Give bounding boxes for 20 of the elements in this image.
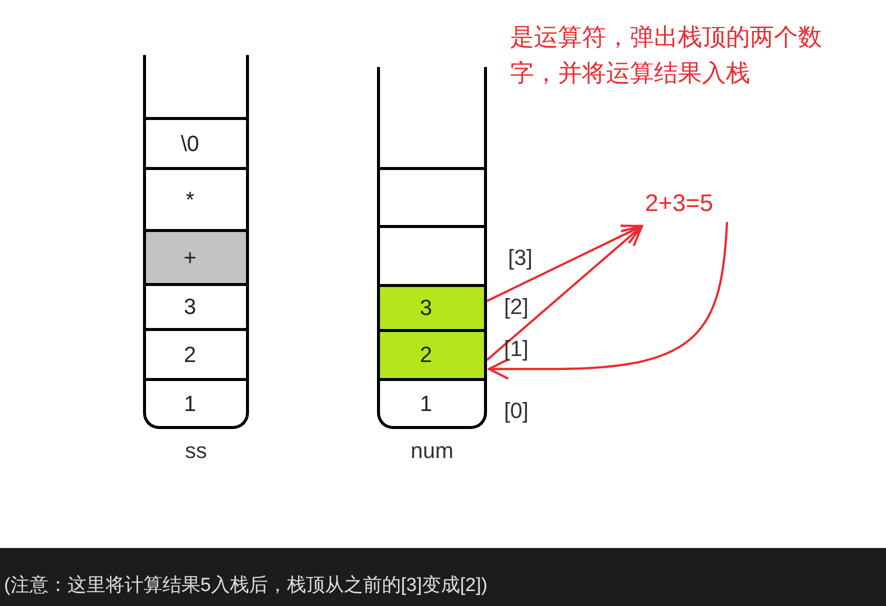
arrow: [486, 224, 644, 302]
stack-cell: 2: [380, 329, 484, 378]
stack-cell: 1: [380, 378, 484, 426]
index-label: [0]: [504, 398, 528, 424]
stack-label: num: [410, 438, 454, 464]
stack-cell: 1: [146, 378, 246, 426]
note-text: 是运算符，弹出栈顶的两个数字，并将运算结果入栈: [510, 23, 823, 89]
caption-bar: (注意：这里将计算结果5入栈后，栈顶从之前的[3]变成[2]): [0, 548, 886, 606]
index-label: [2]: [504, 294, 528, 320]
result-text: 2+3=5: [645, 190, 714, 218]
index-label: [1]: [504, 336, 528, 362]
stack-label: ss: [185, 438, 207, 464]
arrow: [488, 222, 728, 380]
index-label: [3]: [508, 245, 532, 271]
arrow: [486, 224, 644, 361]
stack-cell: \0: [146, 117, 246, 167]
stack-cell: 3: [146, 283, 246, 328]
stack-cell: 3: [380, 284, 484, 329]
stack-cell: +: [146, 229, 246, 283]
stack-cell: 2: [146, 328, 246, 378]
